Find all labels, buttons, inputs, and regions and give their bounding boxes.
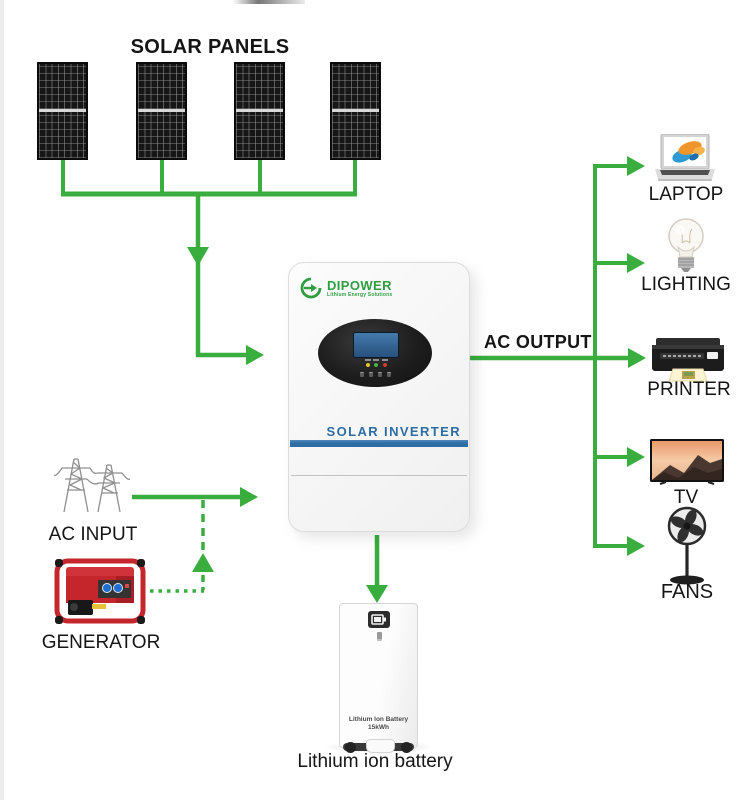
ac-output-wiring <box>470 156 646 556</box>
status-led-green <box>374 363 378 367</box>
laptop-label: LAPTOP <box>648 184 724 205</box>
lightbulb-icon <box>668 218 704 272</box>
led-label <box>373 359 379 361</box>
edge-artifact-left <box>0 0 4 800</box>
fan-icon <box>667 506 707 585</box>
solar-wiring <box>61 158 357 358</box>
laptop-icon <box>655 134 715 181</box>
battery-foot <box>366 739 395 753</box>
status-led-yellow <box>366 363 370 367</box>
battery-wiring <box>366 535 388 603</box>
battery-unit-line1: Lithium Ion Battery <box>348 716 409 723</box>
dipower-logo-icon <box>300 277 322 299</box>
panel-button <box>369 372 373 377</box>
ac-output-label: AC OUTPUT <box>484 332 592 352</box>
power-tower-icon <box>54 458 130 513</box>
inverter-product-label: SOLAR INVERTER <box>326 424 461 439</box>
inverter-display-panel <box>318 319 432 387</box>
inverter-tagline: Lithium Energy Solutions <box>327 291 393 298</box>
panel-button <box>378 372 382 377</box>
battery-port <box>377 632 382 639</box>
battery-screen <box>368 611 390 628</box>
solar-panel-icon <box>330 62 381 160</box>
inverter-logo: DIPOWER Lithium Energy Solutions <box>299 276 392 300</box>
battery-unit-text: Lithium Ion Battery 15kWh <box>340 716 417 731</box>
battery-wheel <box>401 742 412 753</box>
solar-panel-icon <box>136 62 187 160</box>
led-label <box>382 359 388 361</box>
inverter-seam-line <box>291 475 467 476</box>
generator-label: GENERATOR <box>41 632 161 653</box>
tv-label: TV <box>673 487 699 508</box>
battery-wheel <box>345 742 356 753</box>
solar-arrowheads <box>187 247 264 365</box>
printer-label: PRINTER <box>647 379 731 400</box>
ac-input-label: AC INPUT <box>48 524 138 545</box>
battery-unit: Lithium Ion Battery 15kWh <box>339 603 418 753</box>
solar-inverter-unit: DIPOWER Lithium Energy Solutions SOLAR I… <box>288 262 470 532</box>
solar-panel-icon <box>37 62 88 160</box>
battery-caption: Lithium ion battery <box>297 751 453 772</box>
tv-icon <box>650 439 724 485</box>
lcd-screen <box>353 332 399 358</box>
printer-icon <box>652 338 724 382</box>
generator-icon <box>54 558 146 624</box>
ac-input-wiring <box>132 487 258 593</box>
inverter-brand: DIPOWER <box>327 277 392 293</box>
battery-unit-line2: 15kWh <box>368 723 389 731</box>
fans-label: FANS <box>660 581 714 603</box>
status-led-red <box>383 363 387 367</box>
solar-panels-title: SOLAR PANELS <box>130 36 290 58</box>
panel-button <box>360 372 364 377</box>
edge-artifact-top <box>233 0 305 4</box>
led-label <box>365 359 371 361</box>
solar-panel-icon <box>234 62 285 160</box>
lighting-label: LIGHTING <box>641 274 731 295</box>
inverter-blue-stripe <box>290 440 468 447</box>
panel-button <box>387 372 391 377</box>
